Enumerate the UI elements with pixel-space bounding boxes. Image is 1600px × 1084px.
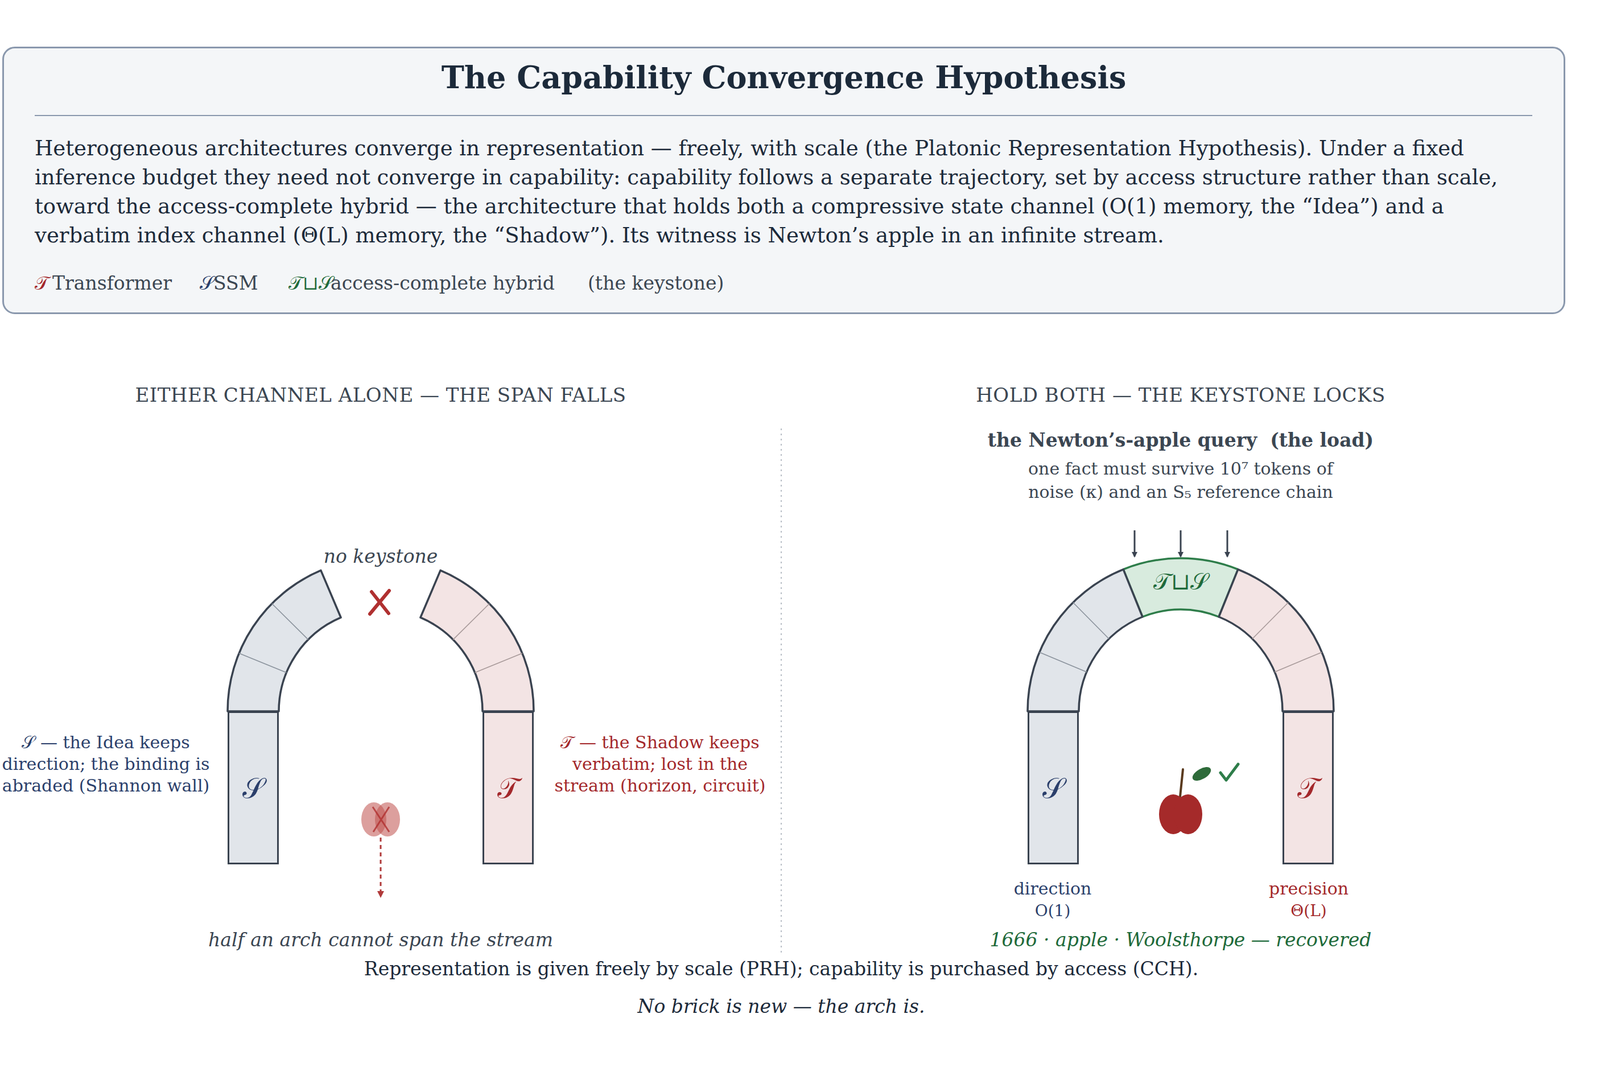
side-note: 𝒮 — the Idea keeps direction; the bindin… <box>0 731 213 797</box>
summary-text: Heterogeneous architectures converge in … <box>34 133 1534 250</box>
panel-heading: HOLD BOTH — THE KEYSTONE LOCKS <box>975 382 1386 408</box>
legend-note: (the keystone) <box>587 271 724 295</box>
symbol-label: 𝒯 <box>1297 770 1319 806</box>
side-note: 𝒯 — the Shadow keeps verbatim; lost in t… <box>553 731 767 797</box>
legend-symbol: 𝒯⊔𝒮 <box>288 271 334 295</box>
legend-symbol: 𝒮 <box>199 271 215 295</box>
ssm-pillar: 𝒮 <box>1027 711 1079 865</box>
symbol-label: 𝒯⊔𝒮 <box>1123 567 1239 596</box>
broken-arch <box>227 570 534 712</box>
result-note: 1666 · apple · Woolsthorpe — recovered <box>990 928 1372 952</box>
complexity-label: O(1) <box>1034 900 1071 921</box>
annotation: half an arch cannot span the stream <box>208 928 554 952</box>
transformer-pillar: 𝒯 <box>1282 711 1334 865</box>
recovered-apple <box>1159 764 1239 835</box>
panel-heading: EITHER CHANNEL ALONE — THE SPAN FALLS <box>134 382 626 408</box>
symbol-label: 𝒮 <box>1042 770 1065 806</box>
legend-text: Transformer <box>52 271 172 295</box>
load-description: one fact must survive 10⁷ tokens of nois… <box>1004 456 1358 504</box>
fallen-apple <box>361 802 400 897</box>
caption-text: Representation is given freely by scale … <box>364 957 1199 981</box>
legend-symbol: 𝒯 <box>34 271 49 295</box>
complexity-label: Θ(L) <box>1290 900 1327 921</box>
symbol-label: 𝒯 <box>497 770 519 806</box>
symbol-label: 𝒮 <box>242 770 265 806</box>
fail-cross <box>369 590 390 614</box>
channel-label: direction <box>1013 877 1092 900</box>
keystone-block: 𝒯⊔𝒮 <box>1123 554 1239 619</box>
transformer-pillar: 𝒯 <box>482 711 534 865</box>
load-arrows <box>1134 530 1228 557</box>
load-heading: the Newton’s-apple query (the load) <box>987 428 1374 452</box>
legend-text: SSM <box>213 271 258 295</box>
panel-divider <box>780 428 782 954</box>
channel-label: precision <box>1268 877 1349 900</box>
diagram-title: The Capability Convergence Hypothesis <box>3 57 1564 98</box>
closing-line: No brick is new — the arch is. <box>637 994 926 1018</box>
ssm-pillar: 𝒮 <box>227 711 279 865</box>
legend-text: access-complete hybrid <box>330 271 555 295</box>
annotation: no keystone <box>323 544 439 568</box>
